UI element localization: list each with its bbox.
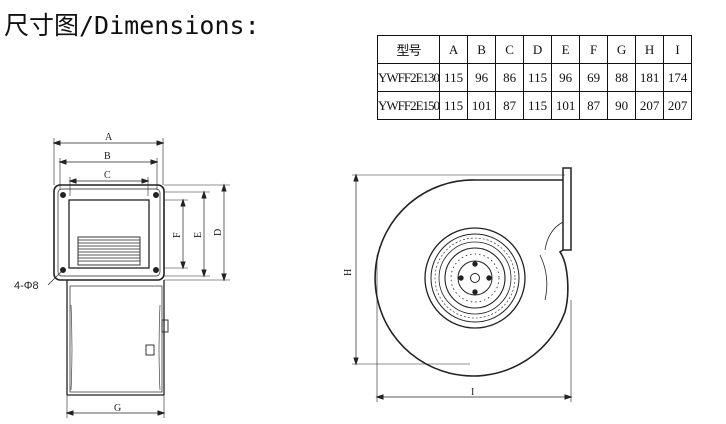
dim-label-b: B [104, 151, 111, 162]
table-cell: 115 [523, 63, 553, 92]
header-model: 型号 [376, 35, 441, 64]
table-cell: 174 [663, 63, 693, 92]
dim-label-f: F [172, 232, 183, 238]
side-view [352, 167, 573, 402]
hole-callout: 4-Φ8 [14, 280, 39, 292]
dim-label-i: I [471, 387, 474, 398]
header-i: I [663, 35, 693, 64]
table-cell: 101 [551, 91, 581, 120]
table-cell-model: YWFF2E130 [376, 63, 440, 92]
table-cell: 115 [439, 63, 469, 92]
table-row: YWFF2E150 115 101 87 115 101 87 90 207 2… [376, 91, 693, 120]
table-row: YWFF2E130 115 96 86 115 96 69 88 181 174 [376, 63, 693, 92]
dim-label-d: D [213, 229, 224, 236]
table-cell: 207 [635, 91, 665, 120]
front-view [47, 138, 230, 418]
header-b: B [467, 35, 497, 64]
table-cell: 87 [579, 91, 609, 120]
page-title: 尺寸图/Dimensions: [4, 11, 260, 40]
dim-label-c: C [104, 170, 111, 181]
table-cell: 96 [467, 63, 497, 92]
header-a: A [439, 35, 469, 64]
table-cell: 207 [663, 91, 693, 120]
dim-label-g: G [114, 403, 121, 414]
dim-label-h: H [343, 269, 354, 276]
header-f: F [579, 35, 609, 64]
header-e: E [551, 35, 581, 64]
dim-label-a: A [105, 132, 113, 143]
table-cell-model: YWFF2E150 [376, 91, 440, 120]
table-header-row: 型号 A B C D E F G H I [376, 35, 693, 64]
dimension-table: 型号 A B C D E F G H I YWFF2E130 115 96 86… [376, 35, 693, 120]
table-cell: 87 [495, 91, 525, 120]
table-cell: 86 [495, 63, 525, 92]
table-cell: 181 [635, 63, 665, 92]
table-cell: 90 [607, 91, 637, 120]
table-cell: 115 [439, 91, 469, 120]
header-d: D [523, 35, 553, 64]
dim-label-e: E [193, 232, 204, 238]
header-h: H [635, 35, 665, 64]
table-cell: 115 [523, 91, 553, 120]
